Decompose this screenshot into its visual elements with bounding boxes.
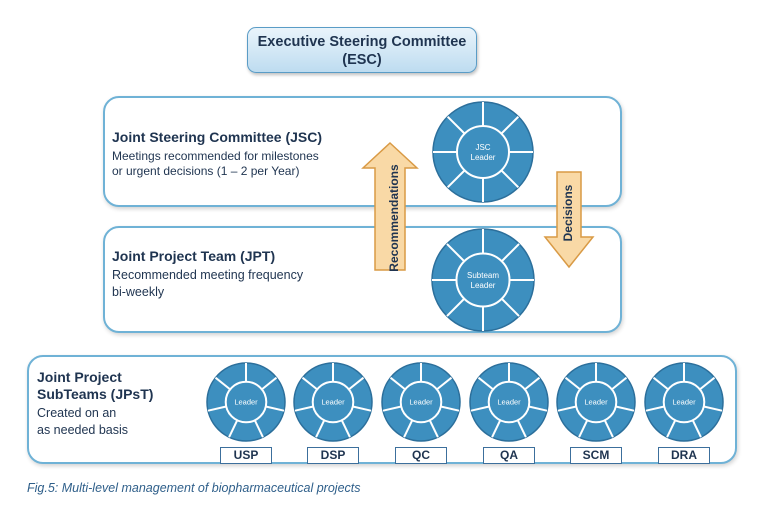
subteam-leader-wheel-label: Leader [471, 281, 496, 290]
esc-box: Executive Steering Committee (ESC) [247, 27, 477, 73]
leader-wheel-dsp: Leader [293, 362, 373, 442]
team-label-scm: SCM [570, 447, 622, 464]
team-label-qc: QC [395, 447, 447, 464]
jpt-title: Joint Project Team (JPT) [112, 248, 276, 264]
decisions-label: Decisions [561, 184, 575, 242]
jpt-desc-line1: Recommended meeting frequency [112, 268, 304, 282]
figure-caption: Fig.5: Multi-level management of biophar… [27, 481, 361, 495]
leader-wheel-scm: Leader [556, 362, 636, 442]
leader-wheel-qa-label: Leader [497, 398, 521, 407]
esc-title: Executive Steering Committee [257, 34, 467, 50]
jsc-leader-wheel-label: Leader [471, 153, 496, 162]
jpst-title-line1: Joint Project [37, 369, 122, 385]
leader-wheel-dra-label: Leader [672, 398, 696, 407]
team-label-dra: DRA [658, 447, 710, 464]
leader-wheel-scm-label: Leader [584, 398, 608, 407]
leader-wheel-qa: Leader [469, 362, 549, 442]
esc-abbrev: (ESC) [342, 52, 382, 68]
leader-wheel-dra: Leader [644, 362, 724, 442]
leader-wheel-usp-label: Leader [234, 398, 258, 407]
jpt-desc-line2: bi-weekly [112, 285, 165, 299]
team-label-dsp: DSP [307, 447, 359, 464]
leader-wheel-qc-label: Leader [409, 398, 433, 407]
leader-wheel-qc: Leader [381, 362, 461, 442]
team-label-qa: QA [483, 447, 535, 464]
jsc-leader-wheel-label: JSC [475, 143, 490, 152]
leader-wheel-dsp-label: Leader [321, 398, 345, 407]
subteam-leader-wheel-label: Subteam [467, 271, 499, 280]
jpst-title-line2: SubTeams (JPsT) [37, 386, 154, 402]
jsc-tier-box [103, 96, 622, 207]
jpst-desc-line2: as needed basis [37, 423, 129, 437]
team-label-usp: USP [220, 447, 272, 464]
jsc-desc-line2: or urgent decisions (1 – 2 per Year) [112, 164, 300, 178]
jpst-desc-line1: Created on an [37, 406, 117, 420]
jsc-title: Joint Steering Committee (JSC) [112, 129, 323, 145]
jpt-tier-box [103, 226, 622, 333]
leader-wheel-usp: Leader [206, 362, 286, 442]
jsc-desc-line1: Meetings recommended for milestones [112, 149, 319, 163]
